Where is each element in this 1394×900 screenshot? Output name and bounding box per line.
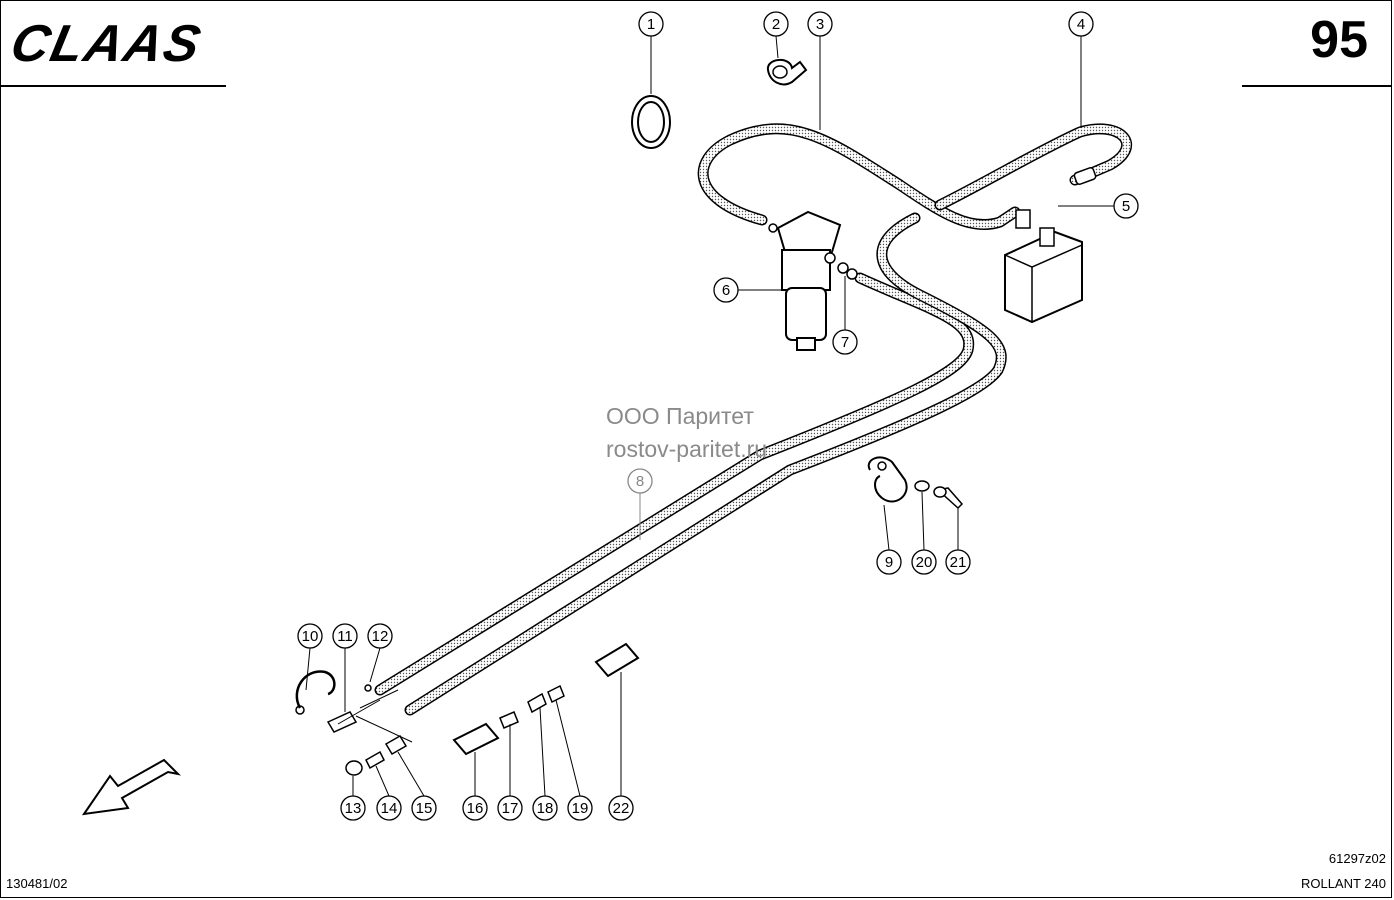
callout-number-21: 21 bbox=[950, 554, 967, 571]
filter-part bbox=[768, 210, 842, 351]
ring-clip-10-part bbox=[295, 670, 336, 715]
washer-20-part bbox=[914, 480, 930, 492]
callout-leader-9 bbox=[883, 504, 890, 551]
hose-8-lower bbox=[404, 212, 1007, 716]
model-name: ROLLANT 240 bbox=[1300, 876, 1386, 891]
callout-number-9: 9 bbox=[885, 554, 893, 571]
callout-circle-21 bbox=[945, 549, 971, 575]
fitting-19-part bbox=[547, 684, 565, 704]
cap-13-part bbox=[345, 760, 363, 776]
hose-3 bbox=[697, 123, 1021, 231]
callout-number-18: 18 bbox=[537, 800, 554, 817]
callout-circle-4 bbox=[1068, 11, 1094, 37]
fitting-7-part bbox=[837, 262, 858, 280]
callout-number-12: 12 bbox=[372, 628, 389, 645]
callout-number-11: 11 bbox=[337, 628, 353, 645]
clip-9-part bbox=[867, 456, 908, 503]
callout-leader-15 bbox=[397, 751, 425, 797]
callout-number-1: 1 bbox=[647, 16, 655, 33]
callout-circle-8 bbox=[627, 468, 653, 494]
callout-circle-13 bbox=[340, 795, 366, 821]
callout-number-7: 7 bbox=[841, 334, 849, 351]
callout-leader-19 bbox=[555, 699, 581, 797]
callout-number-17: 17 bbox=[502, 800, 519, 817]
callout-circle-9 bbox=[876, 549, 902, 575]
watermark: ООО Паритет rostov-paritet.ru bbox=[606, 400, 767, 467]
callout-number-16: 16 bbox=[467, 800, 484, 817]
valve-block-part bbox=[1004, 167, 1097, 324]
document-number: 130481/02 bbox=[6, 876, 68, 891]
assembly-lines bbox=[337, 689, 413, 743]
callout-leader-12 bbox=[369, 647, 381, 683]
bolt-21-part bbox=[933, 486, 964, 510]
callout-leader-2 bbox=[775, 35, 779, 59]
callout-circle-16 bbox=[462, 795, 488, 821]
callout-number-19: 19 bbox=[572, 800, 589, 817]
callout-circle-10 bbox=[297, 623, 323, 649]
callout-leader-10 bbox=[305, 647, 311, 691]
direction-arrow-icon bbox=[81, 758, 182, 816]
callout-circle-15 bbox=[411, 795, 437, 821]
callout-circle-18 bbox=[532, 795, 558, 821]
page-number: 95 bbox=[1310, 11, 1368, 69]
callout-circle-22 bbox=[608, 795, 634, 821]
callout-circle-5 bbox=[1113, 193, 1139, 219]
callout-number-14: 14 bbox=[381, 800, 398, 817]
callout-circle-17 bbox=[497, 795, 523, 821]
callout-circle-11 bbox=[332, 623, 358, 649]
hose-4 bbox=[934, 123, 1133, 211]
callout-leader-14 bbox=[375, 765, 390, 797]
callout-leader-20 bbox=[921, 491, 925, 551]
callout-circle-12 bbox=[367, 623, 393, 649]
callout-circle-7 bbox=[832, 329, 858, 355]
callout-circle-2 bbox=[763, 11, 789, 37]
callout-number-13: 13 bbox=[345, 800, 362, 817]
coupling-22-part bbox=[594, 642, 640, 678]
o-ring-12-part bbox=[364, 684, 372, 692]
clamp-part bbox=[766, 59, 808, 86]
callout-circle-19 bbox=[567, 795, 593, 821]
seal-ring-part bbox=[631, 95, 671, 149]
callout-circle-3 bbox=[807, 11, 833, 37]
callout-circle-6 bbox=[713, 277, 739, 303]
callout-circle-1 bbox=[638, 11, 664, 37]
callout-leader-18 bbox=[539, 707, 546, 797]
callout-number-20: 20 bbox=[916, 554, 933, 571]
fitting-14-part bbox=[365, 750, 385, 770]
fitting-15-part bbox=[384, 734, 408, 756]
fitting-17-part bbox=[499, 711, 519, 729]
hose-8-upper bbox=[374, 272, 975, 696]
callout-number-15: 15 bbox=[416, 800, 433, 817]
drawing-number: 61297z02 bbox=[1328, 851, 1386, 866]
fitting-18-part bbox=[527, 692, 547, 714]
callout-circle-14 bbox=[376, 795, 402, 821]
callout-number-22: 22 bbox=[613, 800, 630, 817]
watermark-line-2: rostov-paritet.ru bbox=[606, 436, 768, 463]
callout-number-8: 8 bbox=[636, 473, 644, 490]
callout-number-3: 3 bbox=[816, 16, 824, 33]
watermark-line-1: ООО Паритет bbox=[606, 403, 754, 429]
coupling-16-part bbox=[452, 722, 500, 756]
callout-number-2: 2 bbox=[772, 16, 780, 33]
callout-circle-20 bbox=[911, 549, 937, 575]
callout-number-6: 6 bbox=[722, 282, 730, 299]
callout-number-10: 10 bbox=[302, 628, 319, 645]
callout-number-5: 5 bbox=[1122, 198, 1130, 215]
callout-number-4: 4 bbox=[1077, 16, 1085, 33]
